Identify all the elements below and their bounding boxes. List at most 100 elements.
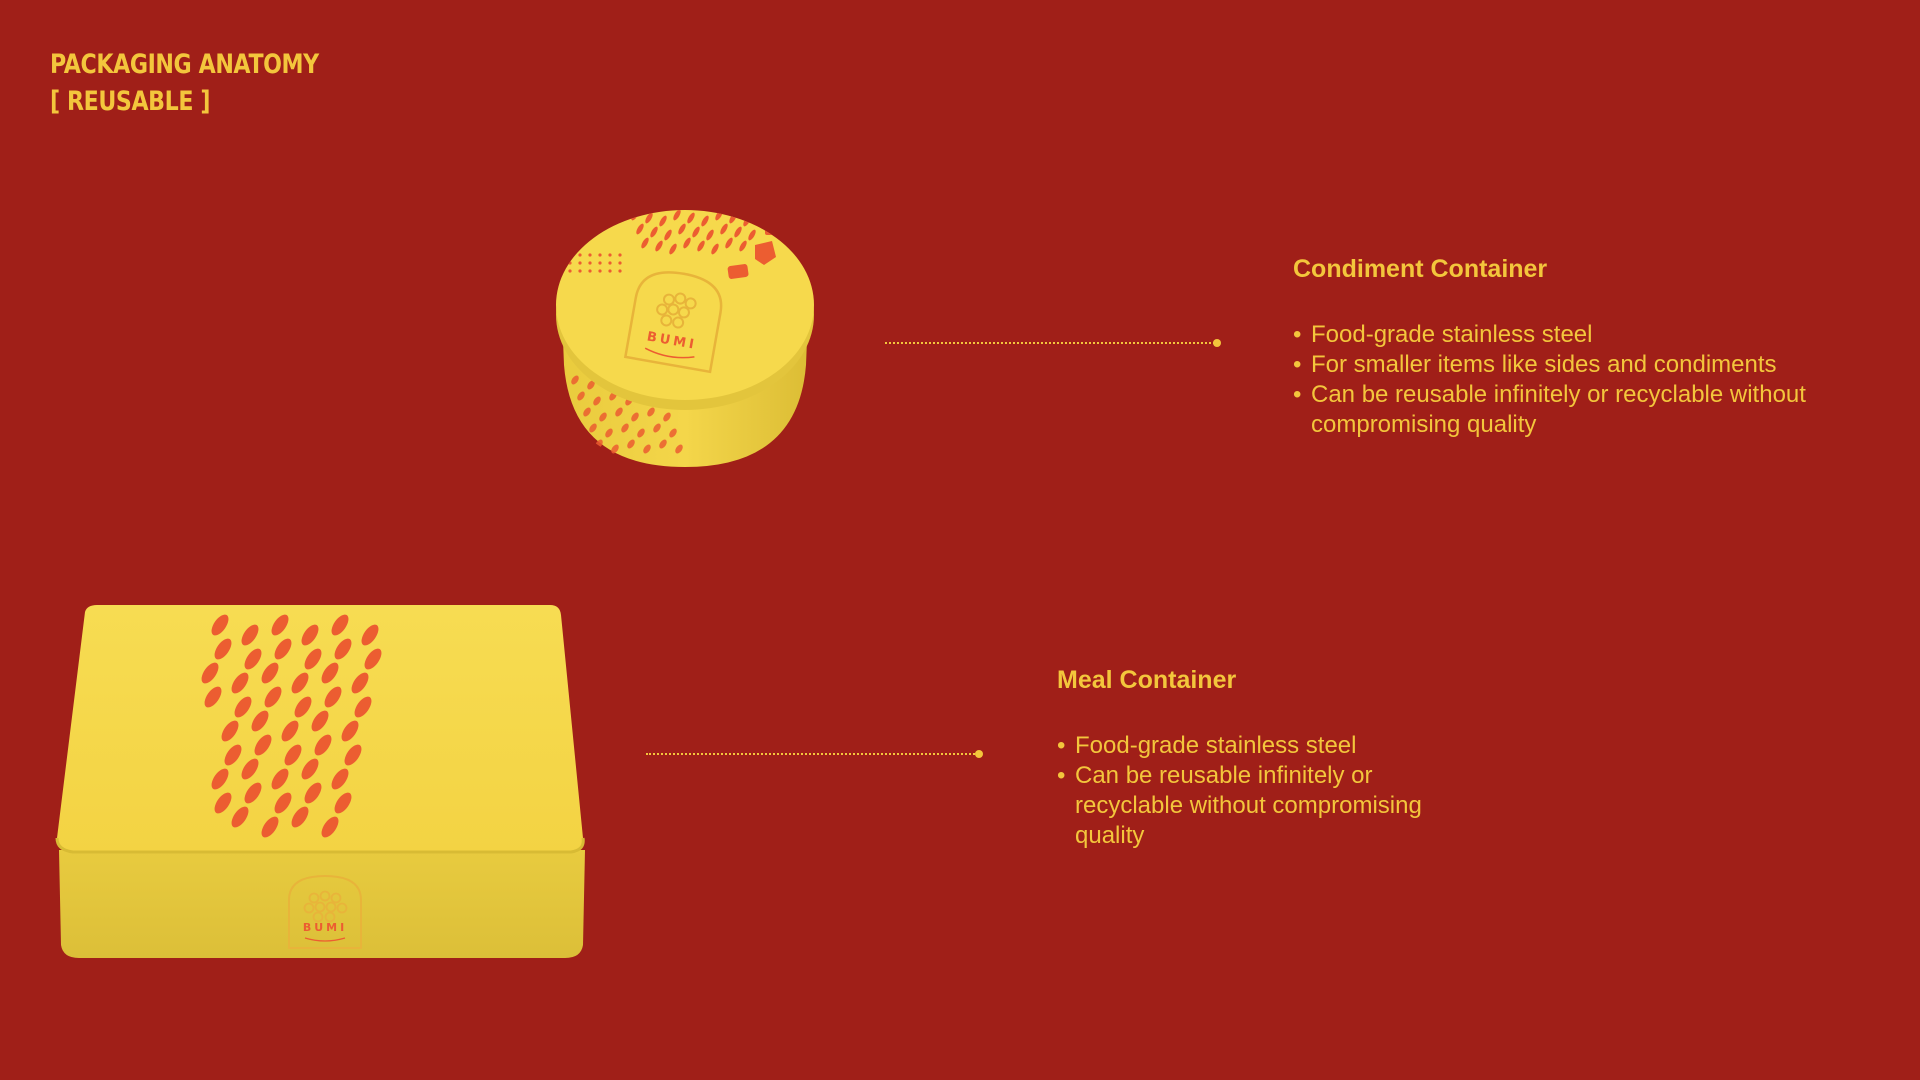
pattern-mark [720,223,728,235]
pattern-mark [321,816,339,838]
pattern-mark [587,380,595,390]
pattern-mark [274,792,292,814]
pattern-mark [598,253,602,257]
pattern-mark [271,614,289,636]
pattern-mark [725,237,733,249]
pattern-mark [643,444,651,454]
pattern-mark [588,261,592,265]
pattern-mark [354,696,372,718]
pattern-mark [211,768,229,790]
pattern-mark [231,806,249,828]
pattern-mark [608,269,612,273]
meal-heading: Meal Container [1057,666,1237,694]
condiment-heading: Condiment Container [1293,255,1548,283]
pattern-mark [274,638,292,660]
pattern-mark [697,240,705,252]
pattern-mark [568,253,572,257]
pattern-mark [577,391,585,401]
pattern-mark [664,229,672,241]
pattern-mark [675,444,683,454]
pattern-mark [650,226,658,238]
pattern-mark [204,686,222,708]
pattern-mark [687,212,695,224]
pattern-mark [334,792,352,814]
bumi-logo-icon: BUMI [288,874,362,949]
pattern-mark [578,261,582,265]
pattern-mark [611,444,619,454]
condiment-container-image: BUMI [556,210,814,467]
pattern-mark [734,226,742,238]
pattern-mark [605,428,613,438]
pattern-mark [645,212,653,224]
condiment-bullet: For smaller items like sides and condime… [1293,350,1873,380]
pattern-mark [578,253,582,257]
pattern-mark [748,229,756,241]
pattern-mark [641,237,649,249]
pattern-mark [571,375,579,385]
page-title-line-2: [ REUSABLE ] [50,86,211,117]
pattern-mark [598,269,602,273]
pattern-mark [244,648,262,670]
meal-bullet: Can be reusable infinitely or recyclable… [1057,761,1467,851]
pattern-mark [251,710,269,732]
pattern-mark [324,686,342,708]
pattern-mark [244,782,262,804]
page-title: PACKAGING ANATOMY [ REUSABLE ] [50,46,319,120]
meal-bullet-list: Food-grade stainless steel Can be reusab… [1057,731,1467,851]
pattern-mark [615,407,623,417]
meal-info: Meal Container Food-grade stainless stee… [1057,665,1467,851]
pattern-mark [568,269,572,273]
pattern-mark [599,412,607,422]
pattern-mark [711,243,719,255]
pattern-mark [261,816,279,838]
pattern-mark [669,243,677,255]
pattern-mark [271,768,289,790]
pattern-mark [301,758,319,780]
pattern-mark [589,423,597,433]
pattern-mark [201,662,219,684]
condiment-info: Condiment Container Food-grade stainless… [1293,254,1873,440]
pattern-mark [618,269,622,273]
pattern-mark [311,710,329,732]
pattern-mark [264,686,282,708]
pattern-mark [341,720,359,742]
svg-text:BUMI: BUMI [303,921,347,934]
condiment-bullet: Can be reusable infinitely or recyclable… [1293,380,1873,440]
pattern-mark [739,240,747,252]
pattern-mark [636,223,644,235]
pattern-mark [221,720,239,742]
pattern-mark [655,240,663,252]
pattern-mark [351,672,369,694]
pattern-mark [653,423,661,433]
pattern-mark [598,261,602,265]
pattern-mark [627,439,635,449]
pattern-mark [331,768,349,790]
pattern-mark [234,696,252,718]
pattern-mark [291,672,309,694]
pattern-mark [659,215,667,227]
meal-leader-dot [975,750,983,758]
pattern-mark [673,210,681,221]
pattern-mark [254,734,272,756]
pattern-mark [608,253,612,257]
page-title-line-1: PACKAGING ANATOMY [50,49,319,80]
pattern-mark [214,638,232,660]
pattern-mark [701,215,709,227]
pattern-mark [241,624,259,646]
pattern-mark [663,412,671,422]
pattern-mark [683,237,691,249]
pattern-mark [321,662,339,684]
pattern-mark [241,758,259,780]
pattern-mark [637,428,645,438]
pattern-mark [692,226,700,238]
pattern-mark [301,624,319,646]
condiment-bullet: Food-grade stainless steel [1293,320,1873,350]
pattern-mark [568,261,572,265]
condiment-leader-dot [1213,339,1221,347]
pattern-mark [578,269,582,273]
pattern-mark [344,744,362,766]
pattern-mark [261,662,279,684]
meal-leader-line [646,753,979,755]
pattern-mark [608,261,612,265]
pattern-mark [588,269,592,273]
